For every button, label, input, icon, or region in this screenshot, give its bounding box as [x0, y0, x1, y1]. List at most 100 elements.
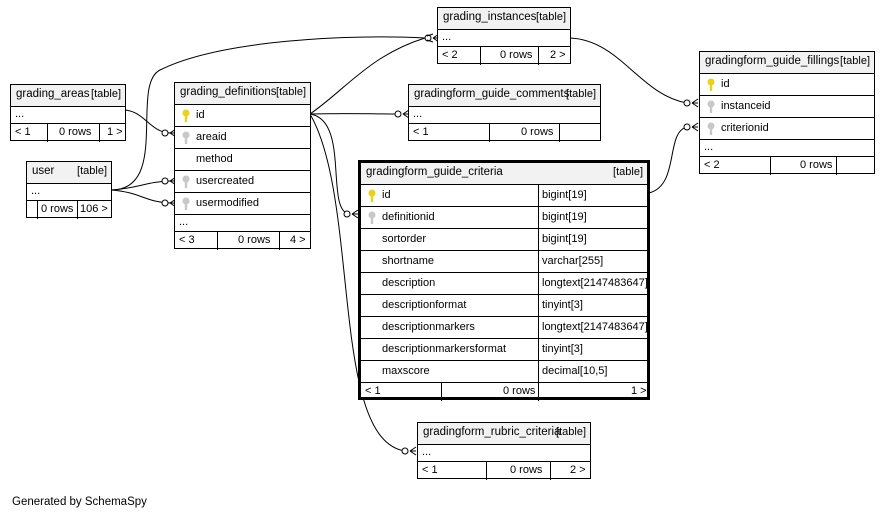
parents-count[interactable]: < 1 — [15, 126, 31, 138]
ellipsis-row: ... — [11, 107, 125, 124]
parents-count[interactable]: < 2 — [442, 49, 458, 61]
children-count[interactable]: 106 > — [80, 203, 108, 215]
column-row-definitionid[interactable]: definitionid bigint[19] — [361, 207, 647, 229]
column-row-areaid[interactable]: areaid — [175, 127, 310, 149]
children-count[interactable]: 1 > — [107, 126, 123, 138]
divider — [770, 157, 771, 175]
divider — [538, 361, 539, 382]
ellipsis: ... — [179, 216, 189, 228]
divider — [489, 124, 490, 142]
column-type: bigint[19] — [542, 189, 587, 201]
foreign-key-icon — [182, 197, 190, 210]
column-row-method[interactable]: method — [175, 149, 310, 171]
table-gradingform-rubric-criteria[interactable]: gradingform_rubric_criteria [table] ... … — [417, 422, 591, 480]
primary-key-icon — [182, 109, 190, 122]
edge-definitions-rubric — [309, 113, 406, 452]
table-user[interactable]: user [table] ... 0 rows 106 > — [26, 161, 112, 219]
column-name: id — [382, 189, 391, 201]
column-row-id[interactable]: id — [175, 105, 310, 127]
table-name: grading_areas — [16, 88, 90, 100]
table-tag: [table] — [77, 165, 107, 177]
column-row-id[interactable]: id bigint[19] — [361, 185, 647, 207]
column-row-descriptionformat[interactable]: descriptionformat tinyint[3] — [361, 295, 647, 317]
column-name: description — [382, 277, 436, 289]
ellipsis-row: ... — [175, 215, 310, 232]
ellipsis: ... — [422, 446, 432, 458]
column-type: tinyint[3] — [542, 343, 583, 355]
column-type: decimal[10,5] — [542, 365, 608, 377]
generator-credit: Generated by SchemaSpy — [12, 496, 147, 508]
table-name: gradingform_guide_comments — [414, 88, 570, 100]
column-row-maxscore[interactable]: maxscore decimal[10,5] — [361, 361, 647, 383]
parents-count[interactable]: < 1 — [365, 385, 381, 397]
children-count[interactable]: 1 > — [631, 385, 647, 397]
row-count: 0 rows — [59, 126, 92, 138]
ellipsis-row: ... — [409, 107, 600, 124]
table-header: grading_areas [table] — [11, 85, 125, 107]
table-gradingform-guide-criteria[interactable]: gradingform_guide_criteria [table] id bi… — [358, 160, 650, 401]
parents-count[interactable]: < 1 — [413, 126, 429, 138]
table-gradingform-guide-comments[interactable]: gradingform_guide_comments [table] ... <… — [408, 84, 601, 142]
primary-key-icon — [707, 78, 715, 91]
column-name: descriptionmarkersformat — [382, 343, 507, 355]
table-header: gradingform_guide_fillings [table] — [700, 52, 874, 74]
parents-count[interactable]: < 1 — [422, 464, 438, 476]
table-footer: < 2 0 rows — [700, 157, 874, 175]
column-row-shortname[interactable]: shortname varchar[255] — [361, 251, 647, 273]
edge-definitions-criteria — [309, 113, 350, 215]
column-name: method — [196, 153, 233, 165]
table-tag: [table] — [840, 55, 870, 67]
column-row-usercreated[interactable]: usercreated — [175, 171, 310, 193]
column-row-usermodified[interactable]: usermodified — [175, 193, 310, 215]
divider — [559, 124, 560, 142]
table-tag: [table] — [566, 88, 596, 100]
ellipsis-row: ... — [418, 445, 590, 462]
divider — [538, 207, 539, 228]
edge-user-instances — [110, 36, 426, 191]
table-header: gradingform_rubric_criteria [table] — [418, 423, 590, 445]
column-row-criterionid[interactable]: criterionid — [700, 118, 874, 140]
column-type: bigint[19] — [542, 211, 587, 223]
divider — [538, 339, 539, 360]
column-type: tinyint[3] — [542, 299, 583, 311]
divider — [217, 232, 218, 250]
children-count[interactable]: 4 > — [290, 234, 306, 246]
table-grading-definitions[interactable]: grading_definitions [table] id areaid me… — [174, 82, 311, 250]
children-count[interactable]: 2 > — [570, 464, 586, 476]
column-row-description[interactable]: description longtext[2147483647] — [361, 273, 648, 295]
row-count: 0 rows — [510, 464, 543, 476]
table-footer: < 1 0 rows — [409, 124, 600, 142]
table-name: grading_instances — [443, 11, 537, 23]
parents-count[interactable]: < 2 — [704, 159, 720, 171]
column-row-sortorder[interactable]: sortorder bigint[19] — [361, 229, 647, 251]
children-count[interactable]: 2 > — [550, 49, 566, 61]
column-name: descriptionformat — [382, 299, 467, 311]
ellipsis: ... — [704, 141, 714, 153]
column-name: id — [196, 109, 205, 121]
table-header: grading_instances [table] — [438, 8, 570, 30]
parents-count[interactable]: < 3 — [179, 234, 195, 246]
table-grading-areas[interactable]: grading_areas [table] ... < 1 0 rows 1 > — [10, 84, 126, 142]
edge-areas-definitions — [124, 109, 171, 134]
table-grading-instances[interactable]: grading_instances [table] ... < 2 0 rows… — [437, 7, 571, 65]
column-row-instanceid[interactable]: instanceid — [700, 96, 874, 118]
divider — [99, 124, 100, 142]
ellipsis: ... — [413, 108, 423, 120]
divider — [441, 383, 442, 401]
table-footer: < 2 0 rows 2 > — [438, 47, 570, 65]
primary-key-icon — [368, 189, 376, 202]
foreign-key-icon — [707, 100, 715, 113]
divider — [47, 124, 48, 142]
divider — [836, 157, 837, 175]
column-row-descriptionmarkers[interactable]: descriptionmarkers longtext[2147483647] — [361, 317, 648, 339]
divider — [538, 229, 539, 250]
column-row-id[interactable]: id — [700, 74, 874, 96]
table-footer: < 1 0 rows 1 > — [11, 124, 125, 142]
column-row-descriptionmarkersformat[interactable]: descriptionmarkersformat tinyint[3] — [361, 339, 647, 361]
divider — [77, 201, 78, 219]
ellipsis: ... — [15, 108, 25, 120]
divider — [538, 47, 539, 65]
divider — [37, 201, 38, 219]
column-name: sortorder — [382, 233, 427, 245]
table-gradingform-guide-fillings[interactable]: gradingform_guide_fillings [table] id in… — [699, 51, 875, 175]
